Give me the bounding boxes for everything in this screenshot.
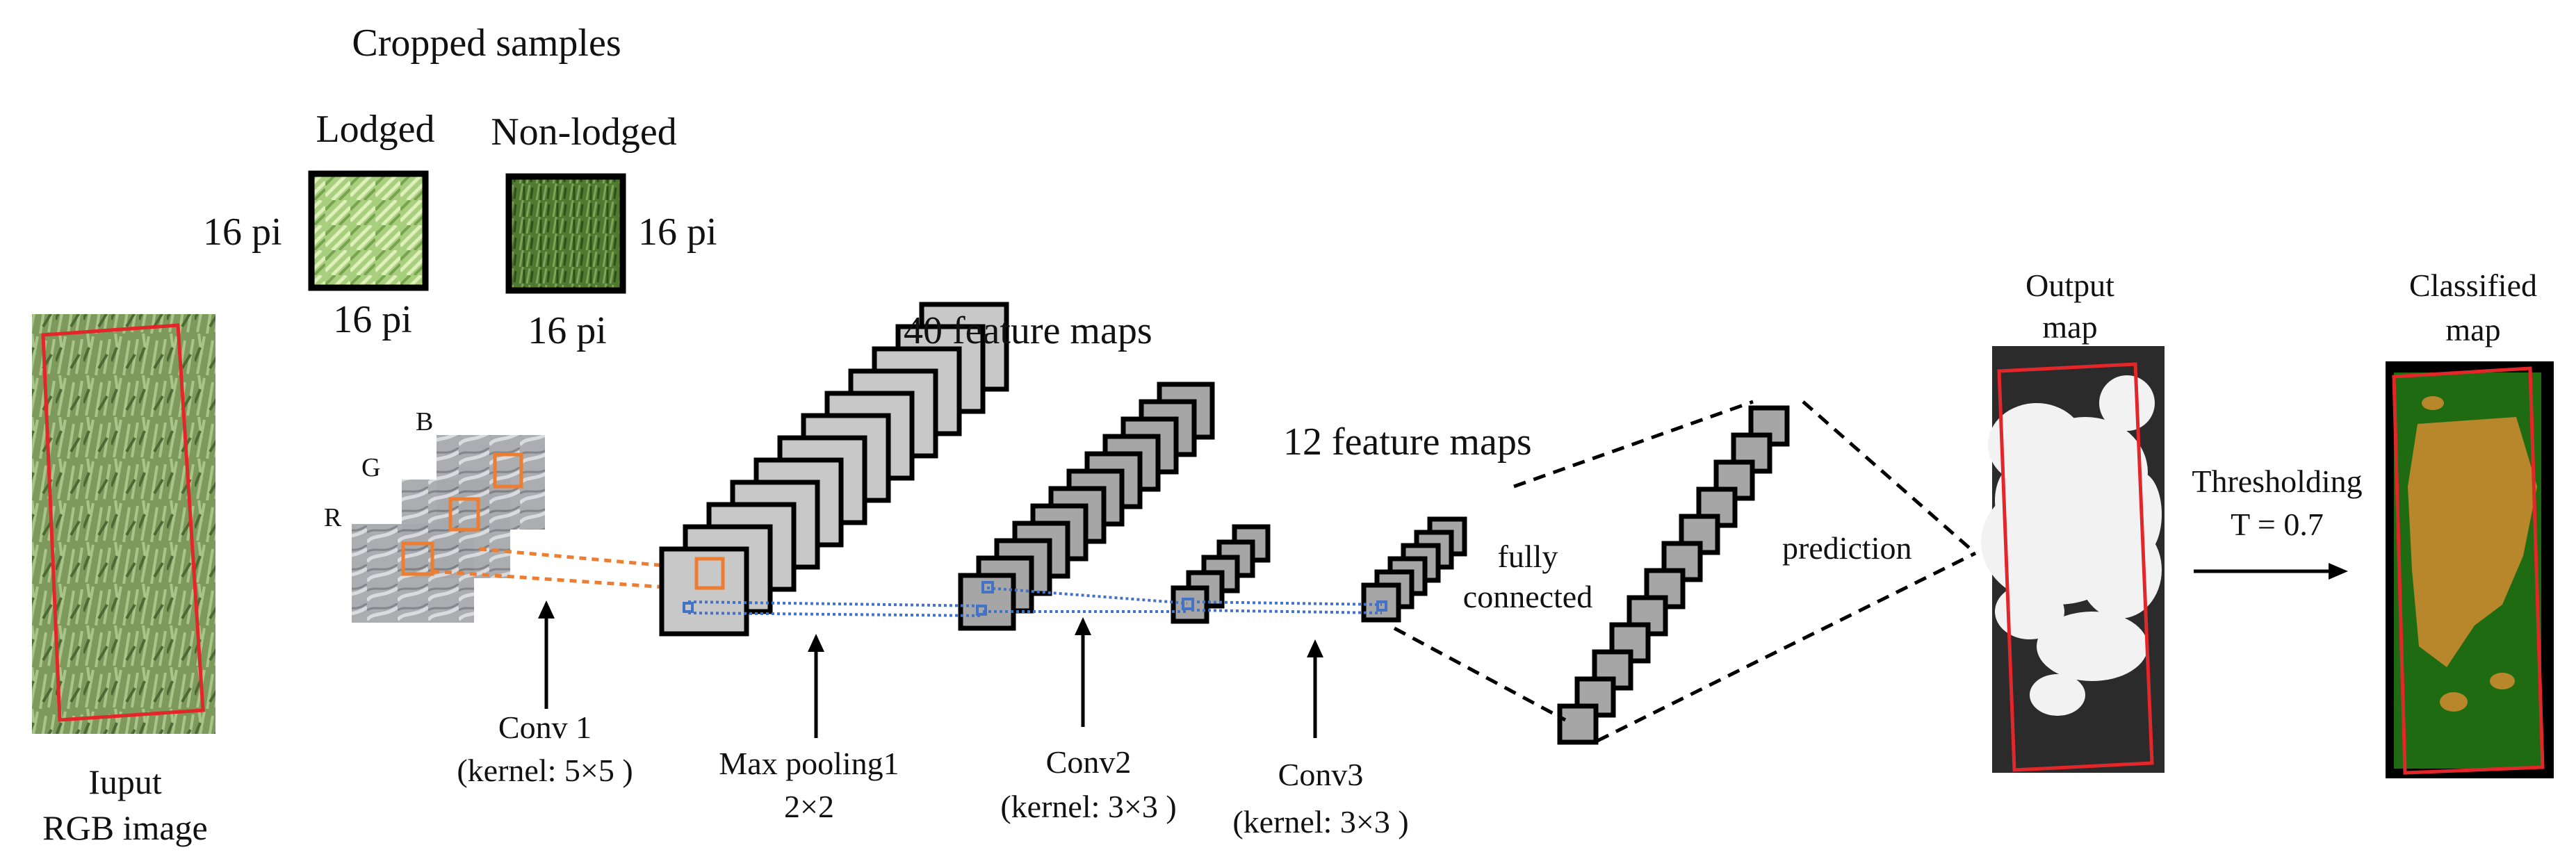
non-lodged-size-bottom: 16 pi <box>528 309 607 352</box>
pool1-blue-marker-a <box>981 581 994 593</box>
output-bbox <box>1997 362 2154 772</box>
kernel-box-g <box>448 497 480 532</box>
feature-maps-12-label: 12 feature maps <box>1283 420 1532 464</box>
kernel-box-r <box>401 541 434 576</box>
conv1-kernel-marker <box>694 557 725 590</box>
lodged-size-left: 16 pi <box>203 211 282 254</box>
non-lodged-size-right: 16 pi <box>638 211 717 254</box>
conv3-name: Conv3 <box>1278 757 1364 792</box>
output-blob <box>1995 584 2064 639</box>
lodged-patch <box>2490 673 2515 689</box>
lodged-label: Lodged <box>316 108 435 151</box>
conv1-feature-stack <box>659 302 1009 637</box>
lodged-sample-patch <box>308 170 429 291</box>
orange-link-bottom <box>432 569 697 591</box>
rgb-channels <box>352 435 545 623</box>
pred-dash-top <box>1802 400 1977 555</box>
blue-links <box>687 587 1383 617</box>
output-blob <box>2037 612 2148 681</box>
output-blob <box>1995 466 2037 535</box>
arrows <box>538 563 2348 738</box>
input-bbox <box>41 323 205 722</box>
conv2-kernel: (kernel: 3×3 ) <box>1000 789 1177 824</box>
pool1-size: 2×2 <box>784 789 834 824</box>
fc-dash-bottom <box>1393 626 1567 722</box>
fc-label-line1: fully <box>1497 539 1558 574</box>
fully-connected-stack <box>1557 405 1790 745</box>
lodged-region <box>2408 417 2537 667</box>
pred-dash-bottom <box>1596 551 1977 743</box>
output-blob <box>2030 674 2085 716</box>
output-blob <box>2099 375 2155 431</box>
lodged-patch <box>2440 692 2468 712</box>
input-rgb-image <box>32 314 215 734</box>
threshold-value: T = 0.7 <box>2231 507 2324 542</box>
feature-map-square <box>1171 585 1209 624</box>
input-label-line2: RGB image <box>42 808 208 847</box>
input-label-line1: Iuput <box>88 762 162 801</box>
cropped-samples-title: Cropped samples <box>352 22 621 65</box>
conv2-name: Conv2 <box>1045 744 1132 780</box>
lodged-size-bottom: 16 pi <box>333 298 412 341</box>
non-lodged-sample-patch <box>505 173 626 294</box>
classified-map-title-line1: Classified <box>2409 268 2537 303</box>
feature-map-square <box>1557 703 1599 745</box>
pool1-name: Max pooling1 <box>719 746 899 781</box>
output-map-title-line1: Output <box>2025 268 2114 303</box>
fc-label-line2: connected <box>1462 579 1593 614</box>
feature-maps-40-label: 40 feature maps <box>904 309 1152 352</box>
conv2-feature-stack <box>1171 524 1271 624</box>
conv1-name: Conv 1 <box>498 710 592 745</box>
classified-map-title-line2: map <box>2445 312 2501 347</box>
conv3-blue-marker <box>1376 600 1387 612</box>
feature-map-square <box>958 573 1016 631</box>
channel-r-label: R <box>324 503 342 532</box>
channel-b-label: B <box>416 407 434 436</box>
feature-map-square <box>659 546 749 637</box>
output-map <box>1981 346 2165 773</box>
classified-bbox <box>2392 366 2545 775</box>
fc-dash-top <box>1513 400 1754 489</box>
kernel-box-b <box>493 452 523 489</box>
channel-g-label: G <box>361 453 381 482</box>
non-lodged-label: Non-lodged <box>491 110 677 154</box>
conv1-kernel: (kernel: 5×5 ) <box>457 753 633 788</box>
prediction-label: prediction <box>1782 530 1912 566</box>
lodged-patch <box>2422 396 2444 410</box>
output-map-title-line2: map <box>2042 309 2098 345</box>
conv3-kernel: (kernel: 3×3 ) <box>1232 804 1409 840</box>
threshold-label: Thresholding <box>2192 464 2363 499</box>
maxpool1-feature-stack <box>958 382 1215 631</box>
classified-map <box>2386 361 2554 778</box>
